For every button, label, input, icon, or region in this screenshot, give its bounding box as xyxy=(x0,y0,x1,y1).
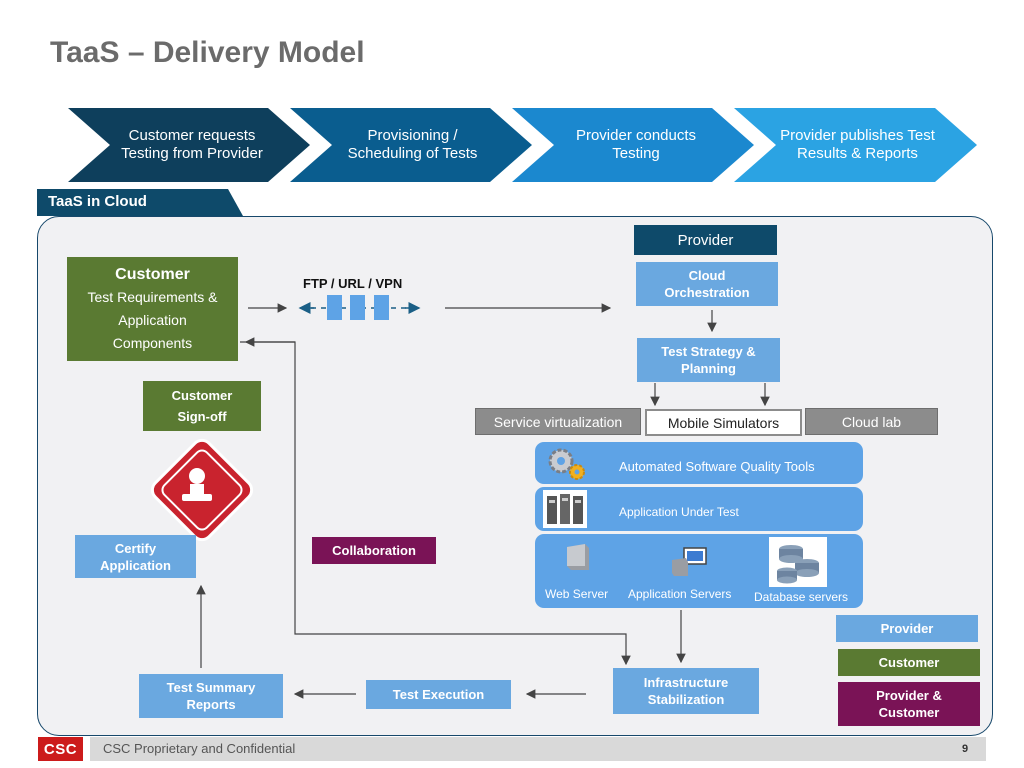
cloud-tab xyxy=(37,189,243,216)
test-strategy-box: Test Strategy & Planning xyxy=(637,338,780,382)
cloud-lab-box: Cloud lab xyxy=(805,408,938,435)
page-number: 9 xyxy=(962,743,969,755)
chevron-step-2-label: Provisioning / Scheduling of Tests xyxy=(347,127,478,162)
customer-line-3: Components xyxy=(112,335,193,351)
automated-tools-label: Automated Software Quality Tools xyxy=(619,459,815,474)
signoff-line-1: Customer xyxy=(171,388,233,403)
legend-customer: Customer xyxy=(838,649,980,676)
infrastructure-stabilization-box: Infrastructure Stabilization xyxy=(613,668,759,714)
chevron-step-4-label: Provider publishes Test Results & Report… xyxy=(780,127,935,162)
automated-tools-row: Automated Software Quality Tools xyxy=(535,442,863,484)
signoff-line-2: Sign-off xyxy=(177,409,227,424)
cloud-orchestration-box: Cloud Orchestration xyxy=(636,262,778,306)
app-under-test-row: Application Under Test xyxy=(535,487,863,531)
app-under-test-label: Application Under Test xyxy=(619,505,739,519)
chevron-step-4 xyxy=(734,108,977,182)
legend-provider-customer: Provider & Customer xyxy=(838,682,980,726)
mobile-simulators-box: Mobile Simulators xyxy=(645,409,802,436)
server-rack-icon xyxy=(543,490,587,528)
customer-signoff-box: Customer Sign-off xyxy=(143,381,261,431)
chevron-step-1-label: Customer requests Testing from Provider xyxy=(121,127,263,162)
chevron-step-1 xyxy=(68,108,310,182)
process-chevrons xyxy=(68,108,977,182)
chevron-step-3 xyxy=(512,108,754,182)
legend-provider: Provider xyxy=(836,615,978,642)
certify-application-box: Certify Application xyxy=(75,535,196,578)
chevron-step-2 xyxy=(290,108,532,182)
packet-1 xyxy=(327,295,342,320)
collaboration-box: Collaboration xyxy=(312,537,436,564)
web-server-label: Web Server xyxy=(545,587,609,601)
test-execution-box: Test Execution xyxy=(366,680,511,709)
customer-line-1: Test Requirements & xyxy=(87,289,218,305)
service-virtualization-box: Service virtualization xyxy=(475,408,641,435)
cloud-tab-label: TaaS in Cloud xyxy=(48,193,147,210)
page-title: TaaS – Delivery Model xyxy=(50,36,365,69)
app-servers-label: Application Servers xyxy=(628,587,732,601)
packet-2 xyxy=(350,295,365,320)
ftp-url-vpn-label: FTP / URL / VPN xyxy=(303,276,403,291)
customer-line-2: Application xyxy=(118,312,187,328)
web-server-icon xyxy=(567,544,589,570)
test-summary-reports-box: Test Summary Reports xyxy=(139,674,283,718)
packet-3 xyxy=(374,295,389,320)
customer-title: Customer xyxy=(115,266,190,283)
application-server-icon xyxy=(672,547,707,576)
footer-text: CSC Proprietary and Confidential xyxy=(103,741,296,756)
customer-requirements-box: Customer Test Requirements & Application… xyxy=(67,257,238,361)
chevron-step-3-label: Provider conducts Testing xyxy=(575,127,697,162)
db-servers-label: Database servers xyxy=(754,590,849,604)
footer-bar xyxy=(90,737,986,761)
csc-logo: CSC xyxy=(38,737,83,761)
stamp-handle-icon xyxy=(182,468,212,501)
servers-row: Web Server Application Servers Database … xyxy=(535,534,863,608)
database-servers-icon xyxy=(769,537,827,587)
gears-icon xyxy=(548,448,585,480)
provider-header: Provider xyxy=(634,225,777,255)
